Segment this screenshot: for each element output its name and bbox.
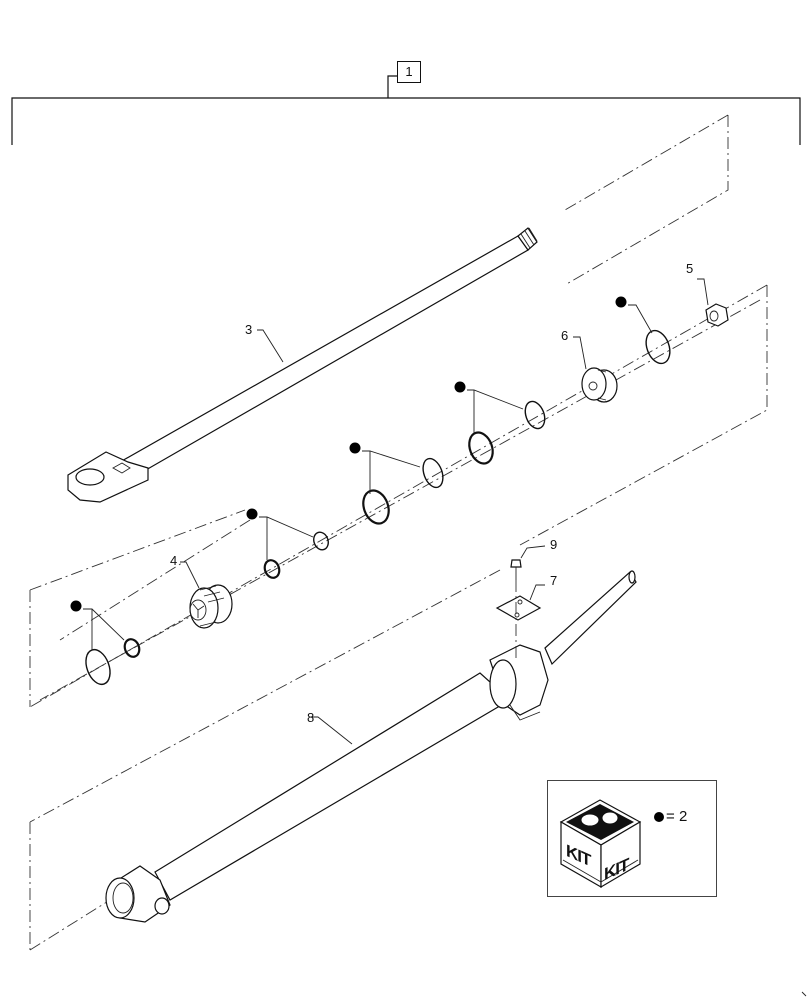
gland — [581, 367, 618, 403]
callout-5: 5 — [686, 261, 694, 276]
kit-box-icon — [559, 799, 642, 889]
legend-value: 2 — [678, 808, 688, 825]
piston-rod — [67, 227, 538, 503]
callout-6: 6 — [561, 328, 569, 343]
kit-marker-dot-icon — [654, 812, 664, 822]
callout-3: 3 — [245, 322, 253, 337]
cylinder-barrel — [105, 570, 637, 923]
legend-quantity-text: = 2 — [666, 808, 687, 825]
assembly-callout-label: 1 — [397, 61, 421, 83]
kit-legend-box — [547, 780, 717, 897]
legend-equals: = — [666, 808, 675, 825]
nut — [705, 303, 729, 327]
kit-markers — [70, 296, 653, 650]
component-axis — [39, 299, 761, 701]
callout-9: 9 — [550, 537, 558, 552]
assembly-bracket — [11, 75, 801, 145]
piston — [189, 584, 233, 629]
plate-and-bolt — [495, 559, 542, 660]
callout-4: 4 — [170, 553, 178, 568]
corner-mark — [801, 991, 807, 997]
callout-8: 8 — [307, 710, 315, 725]
callout-leaders — [180, 278, 709, 745]
callout-7: 7 — [550, 573, 558, 588]
